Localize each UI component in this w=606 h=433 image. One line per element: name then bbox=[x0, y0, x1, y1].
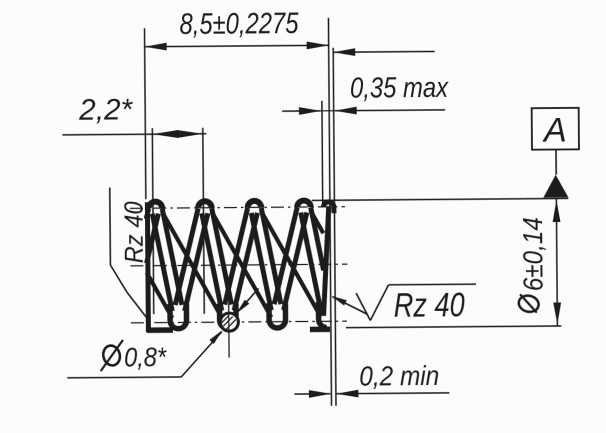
svg-text:0,8*: 0,8* bbox=[124, 342, 168, 372]
svg-text:0,35 max: 0,35 max bbox=[350, 72, 449, 105]
svg-text:6±0,14: 6±0,14 bbox=[517, 217, 549, 291]
svg-text:A: A bbox=[542, 111, 567, 149]
svg-text:8,5±0,2275: 8,5±0,2275 bbox=[179, 7, 298, 41]
svg-text:2,2*: 2,2* bbox=[78, 93, 134, 126]
svg-text:Rz 40: Rz 40 bbox=[118, 201, 148, 264]
svg-text:Rz 40: Rz 40 bbox=[394, 286, 465, 325]
svg-text:0,2 min: 0,2 min bbox=[359, 360, 439, 392]
